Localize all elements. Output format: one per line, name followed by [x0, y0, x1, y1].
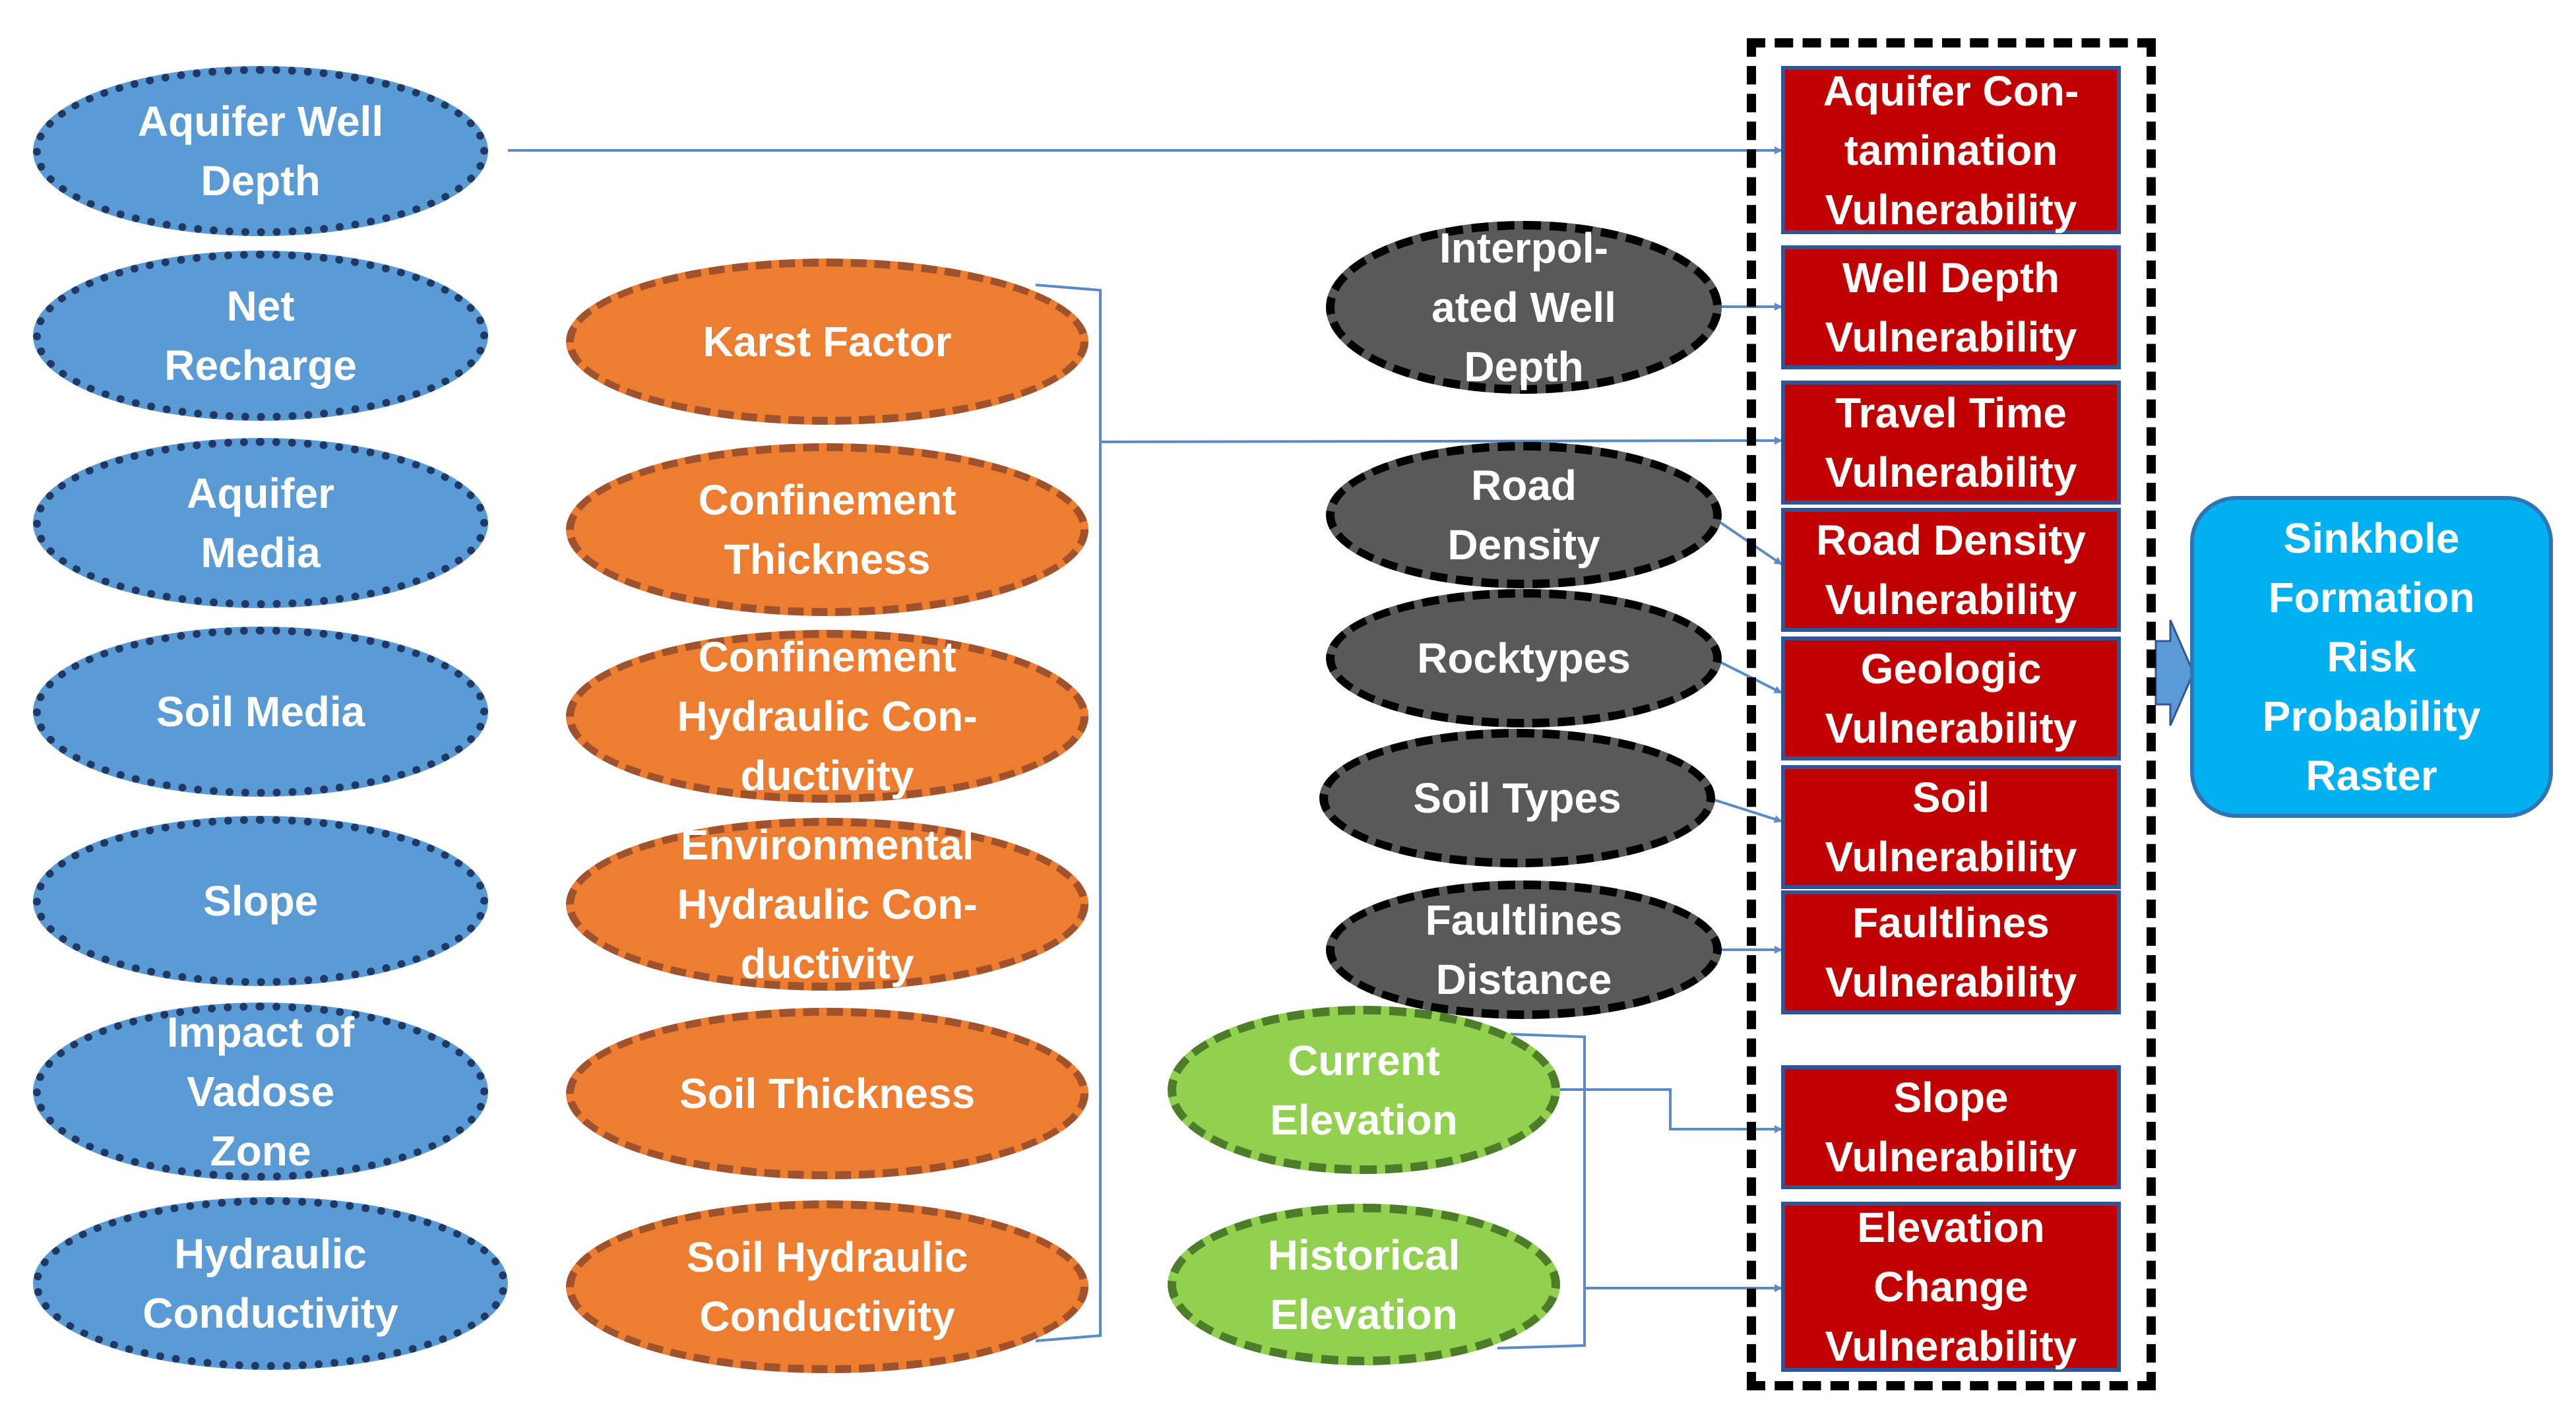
input-soil-thickness: Soil Thickness — [566, 1008, 1088, 1179]
input-faultlines-distance: Faultlines Distance — [1326, 881, 1722, 1019]
block-arrow — [2154, 619, 2195, 726]
input-aquifer-well-depth: Aquifer Well Depth — [33, 66, 488, 236]
vulnerability-faultlines: Faultlines Vulnerability — [1781, 890, 2121, 1014]
vulnerability-road-density: Road Density Vulnerability — [1781, 508, 2121, 632]
input-karst-factor: Karst Factor — [566, 259, 1088, 425]
input-impact-of-vadose-zone: Impact of Vadose Zone — [33, 1003, 488, 1181]
input-soil-hydraulic-conductivity: Soil Hydraulic Conductivity — [566, 1200, 1088, 1373]
input-historical-elevation: Historical Elevation — [1168, 1204, 1560, 1365]
vulnerability-elevation-change: Elevation Change Vulnerability — [1781, 1202, 2121, 1372]
input-slope: Slope — [33, 816, 488, 986]
connector-current-elevation — [1554, 1088, 1782, 1133]
input-aquifer-media: Aquifer Media — [33, 438, 488, 608]
vulnerability-well-depth: Well Depth Vulnerability — [1781, 245, 2121, 369]
input-hydraulic-conductivity: Hydraulic Conductivity — [33, 1197, 508, 1370]
input-confinement-hydraulic-conductivity: Confinement Hydraulic Con- ductivity — [566, 630, 1088, 803]
input-environmental-hydraulic-conductivity: Environmental Hydraulic Con- ductivity — [566, 818, 1088, 991]
input-current-elevation: Current Elevation — [1168, 1006, 1560, 1174]
input-soil-media: Soil Media — [33, 627, 488, 797]
vulnerability-slope: Slope Vulnerability — [1781, 1065, 2121, 1189]
vulnerability-soil: Soil Vulnerability — [1781, 765, 2121, 889]
output-label: Sinkhole Formation Risk Probability Rast… — [2262, 514, 2481, 799]
input-rocktypes: Rocktypes — [1326, 589, 1722, 727]
output-sinkhole-risk-raster: Sinkhole Formation Risk Probability Rast… — [2190, 496, 2553, 818]
vulnerability-geologic: Geologic Vulnerability — [1781, 636, 2121, 760]
green-group-bracket — [1497, 1033, 1586, 1349]
vulnerability-travel-time: Travel Time Vulnerability — [1781, 381, 2121, 505]
input-soil-types: Soil Types — [1319, 729, 1715, 867]
input-confinement-thickness: Confinement Thickness — [566, 443, 1088, 616]
input-road-density: Road Density — [1326, 442, 1722, 588]
orange-group-bracket — [1035, 284, 1102, 1342]
input-net-recharge: Net Recharge — [33, 251, 488, 421]
vulnerability-aquifer-contamination: Aquifer Con- tamination Vulnerability — [1781, 66, 2121, 234]
connector-soil-types — [1708, 797, 1782, 823]
input-interpolated-well-depth: Interpol- ated Well Depth — [1326, 221, 1722, 394]
connector-orange-group — [1100, 437, 1782, 445]
vulnerability-group-box — [1747, 38, 2156, 1390]
